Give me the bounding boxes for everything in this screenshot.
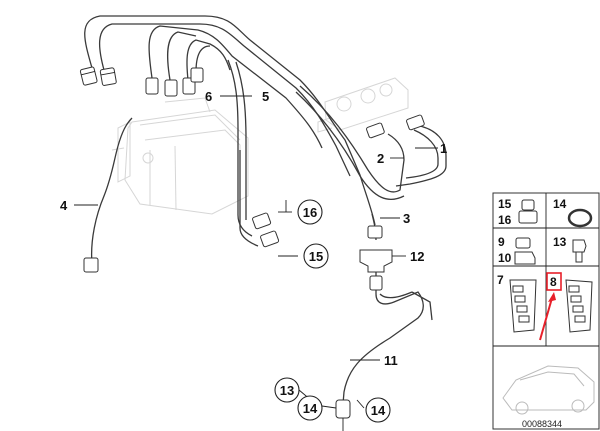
part-15-icon bbox=[521, 199, 535, 211]
callout-14-right: 14 bbox=[365, 397, 391, 423]
master-cylinder-ghost bbox=[317, 77, 409, 133]
part-10-icon bbox=[514, 251, 536, 265]
callout-5: 5 bbox=[262, 89, 269, 104]
inset-label-8: 8 bbox=[550, 275, 557, 289]
svg-text:15: 15 bbox=[309, 249, 323, 264]
callout-16: 16 bbox=[297, 199, 323, 225]
callout-13: 13 bbox=[274, 377, 300, 403]
parts-inset: 15 16 14 9 10 13 7 8 bbox=[492, 192, 600, 430]
inset-label-7: 7 bbox=[497, 273, 504, 287]
callout-11: 11 bbox=[384, 353, 398, 368]
inset-label-13: 13 bbox=[553, 235, 567, 249]
highlight-arrow bbox=[539, 297, 553, 341]
svg-text:14: 14 bbox=[303, 401, 318, 416]
svg-text:16: 16 bbox=[303, 205, 317, 220]
highlight-box-8 bbox=[546, 272, 562, 291]
clip-7-icon bbox=[509, 279, 537, 333]
part-9-icon bbox=[515, 237, 531, 249]
callout-6: 6 bbox=[205, 89, 212, 104]
o-ring-icon bbox=[567, 208, 593, 228]
inset-label-10: 10 bbox=[498, 251, 512, 265]
circled-callouts: 16 15 13 14 14 bbox=[274, 199, 391, 423]
inset-label-9: 9 bbox=[498, 235, 505, 249]
callout-12: 12 bbox=[410, 249, 424, 264]
callout-14-left: 14 bbox=[297, 395, 323, 421]
bolt-13-icon bbox=[572, 239, 587, 253]
callout-1: 1 bbox=[440, 141, 447, 156]
callout-3: 3 bbox=[403, 211, 410, 226]
callout-4: 4 bbox=[60, 198, 68, 213]
inset-label-15: 15 bbox=[498, 197, 512, 211]
reference-number: 00088344 bbox=[522, 419, 562, 429]
part-16-icon bbox=[518, 210, 538, 224]
fittings bbox=[79, 66, 425, 431]
abs-unit-ghost bbox=[111, 97, 249, 215]
inset-label-14: 14 bbox=[553, 197, 567, 211]
clip-8-icon bbox=[565, 279, 593, 333]
inset-label-16: 16 bbox=[498, 213, 512, 227]
svg-text:14: 14 bbox=[371, 403, 386, 418]
car-outline-icon bbox=[502, 365, 595, 415]
svg-text:13: 13 bbox=[280, 383, 294, 398]
callout-labels: 1 2 3 4 6 5 12 11 bbox=[60, 89, 447, 368]
callout-2: 2 bbox=[377, 151, 384, 166]
callout-15: 15 bbox=[303, 243, 329, 269]
